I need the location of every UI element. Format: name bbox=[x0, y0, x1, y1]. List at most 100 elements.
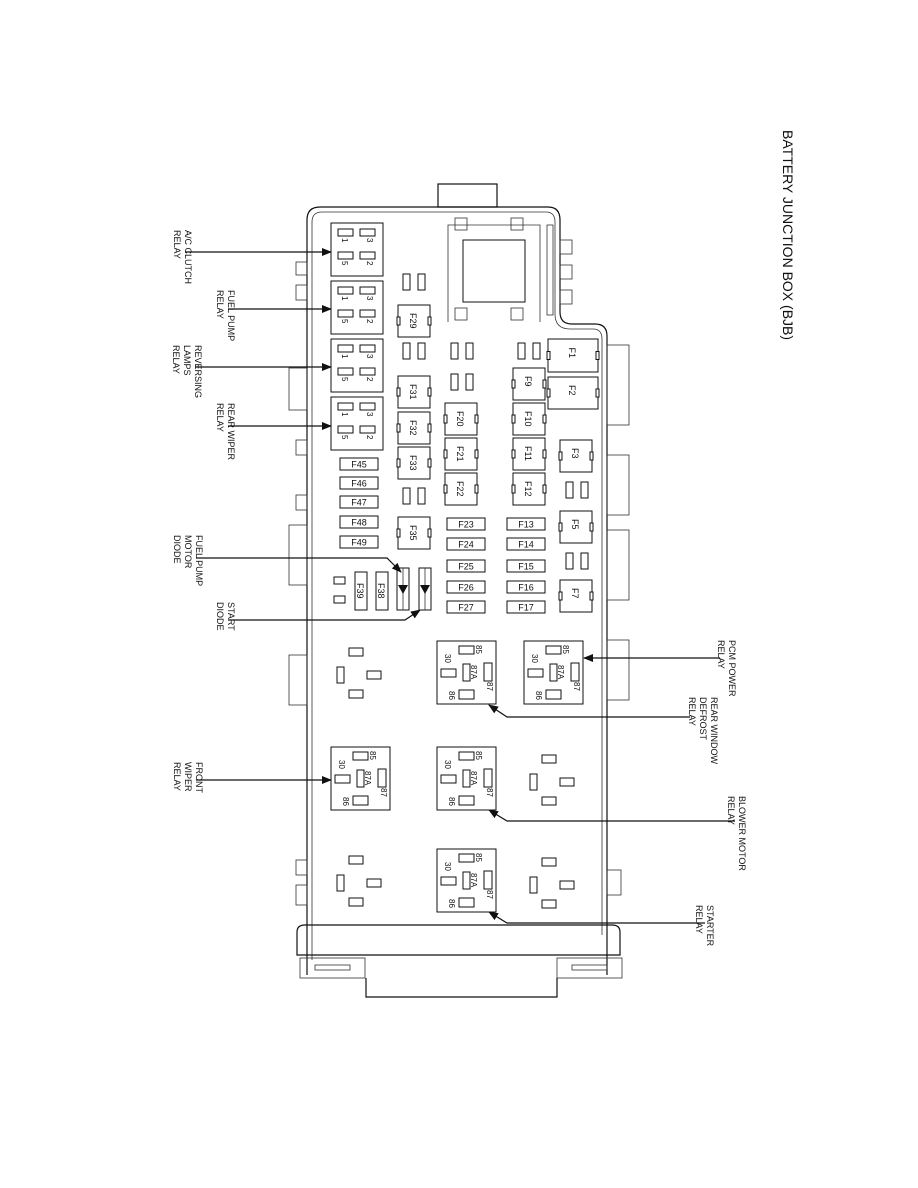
pin-label: 85 bbox=[368, 751, 377, 760]
callout-label: BLOWER MOTOR bbox=[737, 796, 747, 871]
fuse-label: F7 bbox=[570, 588, 580, 599]
fuse-terminal bbox=[474, 449, 479, 459]
fuse-label: F12 bbox=[523, 481, 533, 497]
empty-relay-socket bbox=[336, 855, 382, 907]
fuse-terminal bbox=[443, 484, 448, 494]
pin-label: 30 bbox=[443, 862, 452, 871]
callout-label: DIODE bbox=[172, 535, 182, 564]
relay-pin bbox=[337, 402, 354, 411]
leader-arrow bbox=[228, 609, 421, 621]
pin-label: 30 bbox=[337, 760, 346, 769]
relay-pin bbox=[337, 367, 354, 376]
relay-pin-87A bbox=[462, 871, 471, 890]
empty-fuse-slot bbox=[465, 373, 474, 391]
relay-pin-85 bbox=[352, 751, 369, 761]
socket-slot bbox=[366, 878, 382, 888]
relay-pin-86 bbox=[458, 897, 475, 908]
fuse-terminal bbox=[589, 522, 594, 532]
callout-label: RELAY bbox=[687, 697, 697, 726]
socket-slot bbox=[559, 880, 575, 890]
socket-slot bbox=[348, 897, 364, 907]
diode-symbol-icon bbox=[420, 585, 430, 594]
fuse-body bbox=[506, 537, 546, 551]
relay-pin bbox=[359, 344, 376, 353]
relay-pin bbox=[337, 251, 354, 260]
fuse-f35: F35 bbox=[396, 516, 432, 550]
fuse-f3: F3 bbox=[558, 439, 594, 473]
leader-arrow bbox=[196, 557, 402, 573]
fuse-label: F29 bbox=[408, 313, 418, 329]
fuse-f2: F2 bbox=[546, 376, 600, 410]
fuse-terminal bbox=[542, 379, 547, 389]
fuse-terminal bbox=[396, 387, 401, 397]
socket-slot bbox=[348, 647, 364, 657]
fuse-label: F10 bbox=[523, 411, 533, 427]
fuse-body bbox=[446, 600, 486, 614]
fuse-f25: F25 bbox=[446, 559, 486, 573]
fuse-terminal bbox=[542, 414, 547, 424]
pin-label: 87A bbox=[469, 771, 478, 786]
fuse-f24: F24 bbox=[446, 537, 486, 551]
fuse-label: F25 bbox=[458, 562, 474, 572]
pin-label: 3 bbox=[365, 412, 374, 417]
fuse-terminal bbox=[595, 351, 600, 360]
relay-pin-85 bbox=[545, 645, 562, 655]
fuse-f13: F13 bbox=[506, 517, 546, 531]
callout-label: RELAY bbox=[215, 403, 225, 432]
callout-label: REAR WINDOW bbox=[709, 697, 719, 765]
relay-pin-30 bbox=[440, 668, 457, 678]
fuse-body bbox=[512, 402, 546, 436]
callout-label: MOTOR bbox=[183, 535, 193, 569]
empty-fuse-slot bbox=[402, 342, 411, 360]
socket-slot bbox=[336, 874, 345, 892]
callout-label: FUEL PUMP bbox=[226, 290, 236, 341]
fuse-body bbox=[339, 457, 379, 471]
fuse-label: F32 bbox=[408, 420, 418, 436]
fuse-terminal bbox=[396, 423, 401, 433]
relay-pin-30 bbox=[440, 774, 457, 784]
diode-symbol-icon bbox=[398, 585, 408, 594]
pin-label: 87A bbox=[363, 771, 372, 786]
empty-fuse-slot bbox=[450, 342, 459, 360]
socket-slot bbox=[348, 689, 364, 699]
relay-pin bbox=[337, 344, 354, 353]
fuse-body bbox=[446, 559, 486, 573]
fuse-body bbox=[339, 476, 379, 490]
fuse-terminal bbox=[511, 449, 516, 459]
empty-fuse-slot bbox=[517, 342, 526, 360]
fuse-f22: F22 bbox=[443, 472, 479, 506]
fuse-label: F46 bbox=[351, 479, 367, 489]
relay-pin bbox=[337, 309, 354, 318]
pin-label: 85 bbox=[561, 645, 570, 654]
empty-relay-socket bbox=[529, 857, 575, 909]
relay-pin-30 bbox=[527, 668, 544, 678]
fuse-f5: F5 bbox=[558, 510, 594, 544]
fuse-f9: F9 bbox=[511, 367, 547, 401]
relay-pin bbox=[359, 286, 376, 295]
pin-label: 87 bbox=[485, 682, 494, 691]
fuse-label: F49 bbox=[351, 538, 367, 548]
fuse-body bbox=[446, 537, 486, 551]
relay-pin-87A bbox=[549, 663, 558, 682]
fuse-f23: F23 bbox=[446, 517, 486, 531]
fuse-body bbox=[375, 571, 389, 611]
fuse-body bbox=[397, 446, 431, 480]
pin-label: 3 bbox=[365, 296, 374, 301]
socket-slot bbox=[541, 899, 557, 909]
fuse-f16: F16 bbox=[506, 580, 546, 594]
pin-label: 1 bbox=[340, 238, 349, 243]
fuse-f10: F10 bbox=[511, 402, 547, 436]
empty-slot bbox=[333, 576, 346, 585]
pin-label: 1 bbox=[340, 354, 349, 359]
